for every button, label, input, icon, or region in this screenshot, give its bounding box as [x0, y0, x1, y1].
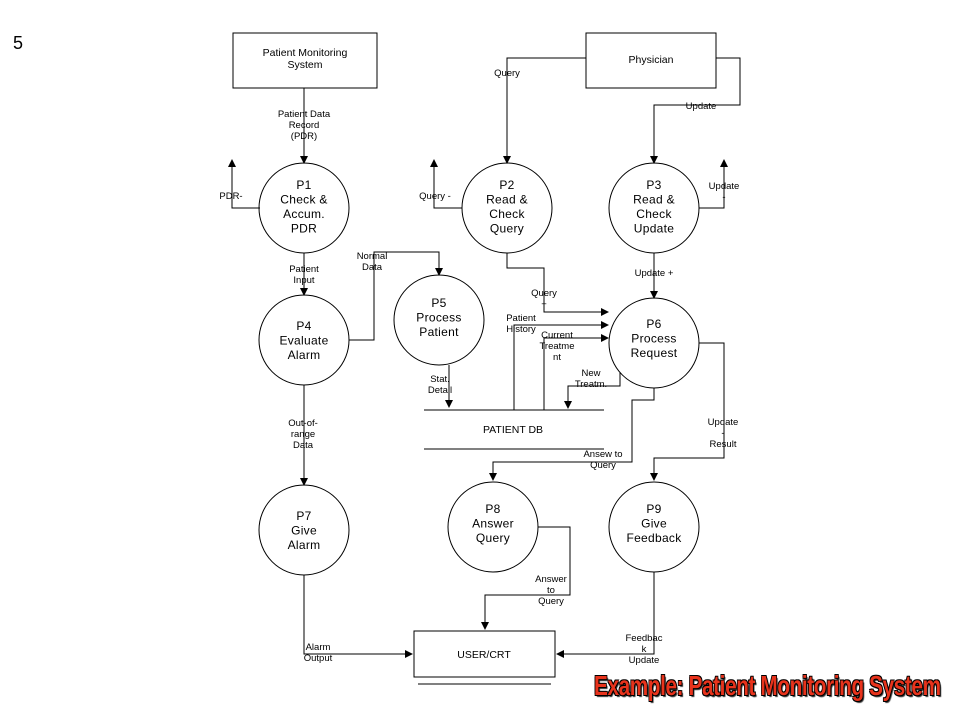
entity-physician-label: Physician [629, 54, 674, 66]
flow-query-minus [430, 159, 462, 209]
flow-query-minus-label: Query - [419, 191, 451, 202]
flow-answer-to-query-out [481, 526, 571, 630]
flow-update [650, 57, 741, 164]
flow-update-label: Update [686, 101, 717, 112]
flow-current-treatment [543, 334, 609, 410]
entity-monitoring-box[interactable] [232, 32, 378, 89]
flow-new-treatment [564, 372, 621, 409]
flow-answer-to-query-in [489, 388, 655, 481]
flow-query-plus [506, 253, 609, 316]
entity-physician-box[interactable] [585, 32, 717, 89]
entity-user-crt-box[interactable] [413, 630, 556, 678]
flow-alarm-output [303, 575, 413, 658]
flow-stat-detail-label: Stat.Detail [428, 374, 452, 396]
flow-pdr-minus-label: PDR- [219, 191, 242, 202]
flow-update-result [650, 342, 725, 481]
flow-patient-history [513, 321, 609, 410]
flow-update-plus-label: Update + [635, 268, 674, 279]
datastore-label: PATIENT DB [483, 424, 543, 436]
flow-update-minus-label: Update- [709, 181, 740, 203]
entity-user-crt-label: USER/CRT [457, 649, 511, 661]
flow-normal-data [349, 251, 443, 341]
slide-number: 5 [13, 33, 24, 53]
flow-query [503, 57, 586, 164]
diagram-caption: Example: Patient Monitoring System [594, 670, 941, 701]
flow-update-result-label: Update-Result [708, 417, 739, 450]
flow-pdr-minus [228, 159, 260, 209]
flow-query-label: Query [494, 68, 520, 79]
flow-query-plus-label: Query+ [531, 288, 557, 310]
flow-feedback-update [556, 572, 655, 658]
flow-update-minus [699, 159, 728, 209]
